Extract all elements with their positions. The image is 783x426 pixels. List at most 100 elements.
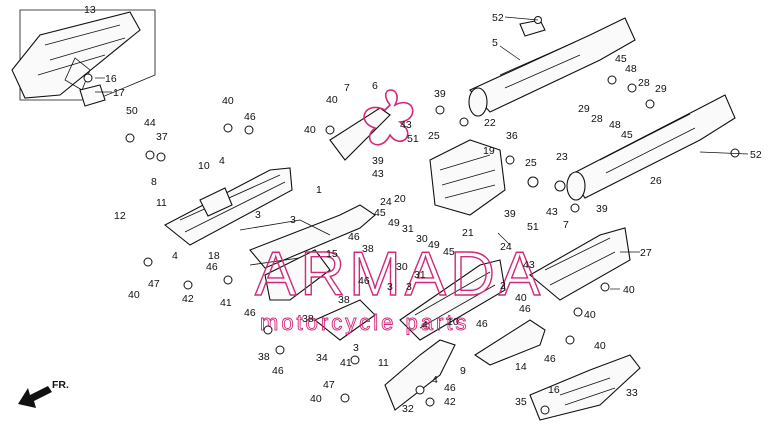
cover-32 xyxy=(384,339,456,411)
label-12: 12 xyxy=(114,210,126,222)
label-48: 48 xyxy=(625,63,637,75)
label-41: 41 xyxy=(220,297,232,309)
label-34: 34 xyxy=(316,352,328,364)
label-27: 27 xyxy=(640,247,652,259)
label-4: 4 xyxy=(172,250,178,262)
label-21: 21 xyxy=(462,227,474,239)
front-direction-arrow: FR. xyxy=(18,379,69,408)
label-40: 40 xyxy=(594,340,606,352)
heat-shield-6 xyxy=(329,107,391,161)
label-45: 45 xyxy=(443,246,455,258)
label-46: 46 xyxy=(476,318,488,330)
label-30: 30 xyxy=(416,233,428,245)
label-47: 47 xyxy=(323,379,335,391)
bolts xyxy=(125,16,740,415)
label-23: 23 xyxy=(556,151,568,163)
label-10: 10 xyxy=(198,160,210,172)
label-29: 29 xyxy=(578,103,590,115)
label-46: 46 xyxy=(444,382,456,394)
label-39: 39 xyxy=(596,203,608,215)
muffler-upper-5 xyxy=(468,17,636,117)
label-36: 36 xyxy=(506,130,518,142)
watermark-flower-icon xyxy=(363,89,414,146)
label-40: 40 xyxy=(304,124,316,136)
label-26: 26 xyxy=(650,175,662,187)
label-46: 46 xyxy=(244,307,256,319)
label-13: 13 xyxy=(84,4,96,16)
label-43: 43 xyxy=(372,168,384,180)
label-16: 16 xyxy=(548,384,560,396)
label-25: 25 xyxy=(525,157,537,169)
label-38: 38 xyxy=(362,243,374,255)
exhaust-pipe-1 xyxy=(239,204,376,269)
label-45: 45 xyxy=(615,53,627,65)
label-51: 51 xyxy=(407,133,419,145)
label-24: 24 xyxy=(380,196,392,208)
label-5: 5 xyxy=(492,37,498,49)
cover-14 xyxy=(473,319,546,366)
lower-pipe-2 xyxy=(399,259,506,341)
arrow-icon xyxy=(18,386,52,408)
part-labels: 13 16 17 52 5 45 48 28 29 29 28 48 45 52… xyxy=(84,4,762,415)
label-40: 40 xyxy=(128,289,140,301)
leader-lines xyxy=(95,16,749,290)
label-7: 7 xyxy=(344,82,350,94)
pipe-27 xyxy=(529,227,631,301)
watermark: ARMADA motorcycle parts xyxy=(254,89,544,335)
label-35: 35 xyxy=(515,396,527,408)
label-46: 46 xyxy=(206,261,218,273)
label-22: 22 xyxy=(484,117,496,129)
label-44: 44 xyxy=(144,117,156,129)
label-39: 39 xyxy=(434,88,446,100)
label-31: 31 xyxy=(414,269,426,281)
label-47: 47 xyxy=(148,278,160,290)
label-30: 30 xyxy=(396,261,408,273)
label-31: 31 xyxy=(402,223,414,235)
bracket-15 xyxy=(264,249,376,341)
label-1: 1 xyxy=(316,184,322,196)
clamp-17 xyxy=(79,84,106,107)
label-40: 40 xyxy=(623,284,635,296)
label-48: 48 xyxy=(609,119,621,131)
label-41: 41 xyxy=(340,357,352,369)
label-37: 37 xyxy=(156,131,168,143)
label-33: 33 xyxy=(626,387,638,399)
label-46: 46 xyxy=(544,353,556,365)
label-49: 49 xyxy=(388,217,400,229)
label-49: 49 xyxy=(428,239,440,251)
label-15: 15 xyxy=(326,248,338,260)
label-51: 51 xyxy=(527,221,539,233)
label-9: 9 xyxy=(460,365,466,377)
bolt-16a xyxy=(83,73,93,83)
label-4: 4 xyxy=(219,155,225,167)
label-8: 8 xyxy=(151,176,157,188)
label-16: 16 xyxy=(105,73,117,85)
label-28: 28 xyxy=(591,113,603,125)
label-38: 38 xyxy=(258,351,270,363)
label-46: 46 xyxy=(358,275,370,287)
label-3: 3 xyxy=(387,281,393,293)
label-43: 43 xyxy=(400,119,412,131)
shield-33 xyxy=(529,354,641,421)
inset-box-13 xyxy=(11,9,156,101)
label-45: 45 xyxy=(621,129,633,141)
direction-label: FR. xyxy=(52,379,69,391)
label-50: 50 xyxy=(126,105,138,117)
label-52: 52 xyxy=(492,12,504,24)
label-18: 18 xyxy=(208,250,220,262)
label-46: 46 xyxy=(272,365,284,377)
label-39: 39 xyxy=(372,155,384,167)
label-43: 43 xyxy=(523,259,535,271)
label-40: 40 xyxy=(310,393,322,405)
label-52: 52 xyxy=(750,149,762,161)
label-46: 46 xyxy=(348,231,360,243)
label-46: 46 xyxy=(244,111,256,123)
label-38: 38 xyxy=(338,294,350,306)
label-40: 40 xyxy=(515,292,527,304)
label-28: 28 xyxy=(638,77,650,89)
watermark-brand: ARMADA xyxy=(255,240,544,309)
label-32: 32 xyxy=(402,403,414,415)
label-14: 14 xyxy=(515,361,527,373)
label-10: 10 xyxy=(447,316,459,328)
